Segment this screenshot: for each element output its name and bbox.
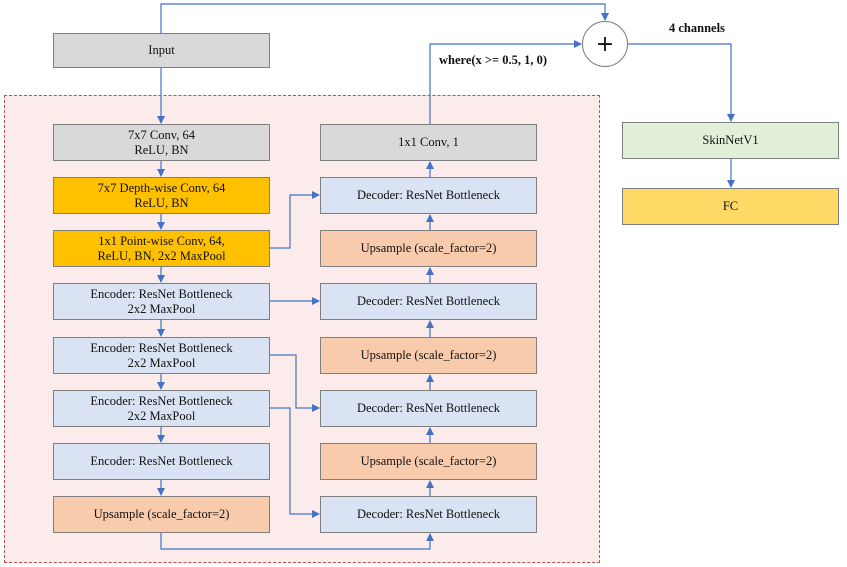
skip-pw-to-dec1	[270, 191, 320, 249]
add-operation-node: +	[582, 21, 628, 67]
input-node: Input	[53, 33, 270, 68]
upsample-node-3: Upsample (scale_factor=2)	[320, 443, 537, 480]
pointwise-conv-node: 1x1 Point-wise Conv, 64, ReLU, BN, 2x2 M…	[53, 230, 270, 267]
encoder-node-2: Encoder: ResNet Bottleneck 2x2 MaxPool	[53, 337, 270, 374]
decoder-node-1: Decoder: ResNet Bottleneck	[320, 177, 537, 214]
decoder-node-2: Decoder: ResNet Bottleneck	[320, 283, 537, 320]
upsample-node-1: Upsample (scale_factor=2)	[320, 230, 537, 267]
conv1x1-node: 1x1 Conv, 1	[320, 124, 537, 161]
arrow-upsample-to-dec4	[160, 533, 434, 550]
skip-enc2-to-dec3	[270, 354, 320, 412]
segmentation-module-region	[4, 95, 600, 563]
fc-node: FC	[622, 188, 839, 225]
threshold-label: where(x >= 0.5, 1, 0)	[439, 53, 548, 67]
encoder-node-1: Encoder: ResNet Bottleneck 2x2 MaxPool	[53, 283, 270, 320]
upsample-node-2: Upsample (scale_factor=2)	[320, 337, 537, 374]
encoder-node-4: Encoder: ResNet Bottleneck	[53, 443, 270, 480]
decoder-node-4: Decoder: ResNet Bottleneck	[320, 496, 537, 533]
skip-enc3-to-dec4	[270, 407, 320, 518]
upsample-node-left: Upsample (scale_factor=2)	[53, 496, 270, 533]
conv7x7-node: 7x7 Conv, 64 ReLU, BN	[53, 124, 270, 161]
channels-label: 4 channels	[669, 21, 725, 35]
encoder-node-3: Encoder: ResNet Bottleneck 2x2 MaxPool	[53, 390, 270, 427]
arrow-conv1-to-plus	[429, 40, 582, 124]
depthwise-conv-node: 7x7 Depth-wise Conv, 64 ReLU, BN	[53, 177, 270, 214]
arrow-input-skip-to-plus	[160, 3, 609, 33]
skinnet-node: SkinNetV1	[622, 122, 839, 159]
decoder-node-3: Decoder: ResNet Bottleneck	[320, 390, 537, 427]
arrow-plus-to-skinnet	[628, 43, 735, 122]
